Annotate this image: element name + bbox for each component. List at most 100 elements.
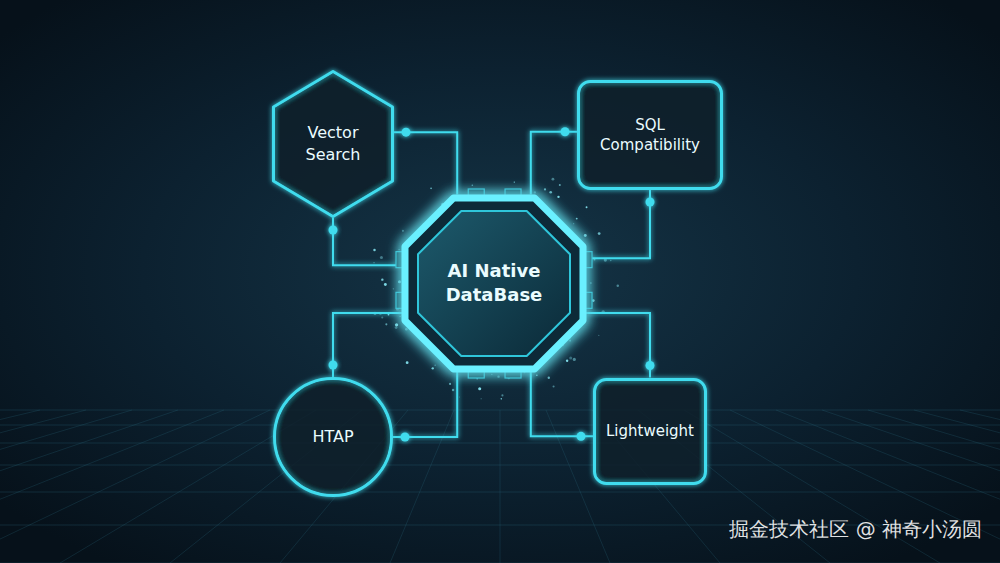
spark-dot bbox=[459, 397, 460, 398]
particle-dots bbox=[373, 178, 619, 400]
spark-dot bbox=[544, 188, 546, 190]
spark-dot bbox=[398, 249, 399, 250]
spark-dot bbox=[384, 283, 387, 286]
grid-line bbox=[390, 410, 454, 563]
circuit-connector bbox=[531, 132, 577, 195]
feature-box: SQL Compatibility bbox=[577, 80, 723, 190]
spark-dot bbox=[432, 367, 434, 369]
spark-dot bbox=[576, 218, 578, 220]
spark-dot bbox=[481, 398, 482, 399]
spark-dot bbox=[552, 178, 555, 181]
spark-dot bbox=[478, 387, 481, 390]
connector-dot bbox=[401, 433, 410, 442]
grid-line bbox=[500, 410, 501, 563]
spark-dot bbox=[381, 278, 383, 280]
feature-circle: HTAP bbox=[273, 377, 393, 497]
core-chip: AI Native DataBase bbox=[402, 195, 586, 372]
connector-dot bbox=[402, 128, 411, 137]
circuit-connector bbox=[333, 218, 402, 265]
spark-dot bbox=[536, 375, 538, 377]
spark-dot bbox=[449, 383, 451, 385]
watermark: 掘金技术社区 @ 神奇小汤圆 bbox=[729, 516, 982, 543]
spark-dot bbox=[566, 360, 568, 362]
spark-dot bbox=[402, 230, 404, 232]
spark-dot bbox=[472, 184, 474, 186]
node-label: AI Native DataBase bbox=[432, 259, 556, 308]
spark-dot bbox=[373, 262, 374, 263]
connector-dot bbox=[561, 127, 570, 136]
spark-dot bbox=[395, 326, 398, 329]
spark-dot bbox=[395, 323, 398, 326]
circle-shape bbox=[275, 379, 392, 496]
spark-dot bbox=[398, 280, 401, 283]
feature-hexagon: Vector Search bbox=[272, 70, 394, 218]
connector-dot bbox=[646, 198, 655, 207]
grid-line bbox=[0, 410, 40, 563]
grid-line bbox=[730, 410, 1000, 563]
spark-dot bbox=[435, 365, 436, 366]
spark-dot bbox=[501, 398, 503, 400]
spark-dot bbox=[385, 323, 387, 325]
spark-dot bbox=[610, 260, 612, 262]
spark-dot bbox=[497, 375, 499, 377]
circuit-connector bbox=[393, 372, 457, 438]
spark-dot bbox=[553, 386, 555, 388]
rounded-rect-shape bbox=[579, 82, 722, 189]
chip-outer-frame bbox=[405, 198, 583, 369]
node-label: SQL Compatibility bbox=[585, 115, 715, 156]
node-text-group: AI Native DataBase bbox=[432, 259, 556, 308]
node-label: HTAP bbox=[312, 426, 353, 448]
spark-dot bbox=[430, 188, 432, 190]
feature-hexagon-outline bbox=[272, 70, 394, 218]
spark-dot bbox=[586, 206, 588, 208]
chip-inner-face bbox=[418, 211, 570, 356]
hexagon-shape bbox=[274, 72, 393, 217]
circuit-connector bbox=[394, 132, 457, 194]
grid-line bbox=[0, 410, 86, 563]
circuit-connector bbox=[333, 313, 402, 377]
core-chip-outline bbox=[402, 195, 586, 372]
spark-dot bbox=[584, 234, 587, 237]
spark-dot bbox=[569, 356, 572, 359]
spark-dot bbox=[557, 196, 559, 198]
spark-dot bbox=[452, 389, 454, 391]
spark-dot bbox=[573, 358, 576, 361]
spark-dot bbox=[549, 191, 552, 194]
spark-dot bbox=[569, 340, 571, 342]
connector-dot bbox=[329, 226, 338, 235]
spark-dot bbox=[590, 282, 592, 284]
spark-dot bbox=[405, 328, 408, 331]
spark-dot bbox=[559, 184, 561, 186]
node-text-group: Lightweight bbox=[606, 421, 694, 441]
rounded-rect-shape bbox=[595, 379, 706, 483]
grid-line bbox=[0, 410, 270, 563]
feature-box: Lightweight bbox=[593, 378, 707, 485]
spark-dot bbox=[534, 191, 536, 193]
spark-dot bbox=[573, 223, 574, 224]
circuit-connector bbox=[586, 190, 650, 258]
spark-dot bbox=[501, 394, 503, 396]
spark-dot bbox=[381, 317, 383, 319]
node-text-group: HTAP bbox=[312, 426, 353, 448]
spark-dot bbox=[400, 316, 401, 317]
circuit-connector bbox=[586, 313, 650, 377]
node-text-group: Vector Search bbox=[290, 122, 376, 165]
spark-dot bbox=[617, 285, 619, 287]
spark-dot bbox=[548, 377, 550, 379]
spark-dot bbox=[476, 378, 477, 379]
spark-dot bbox=[373, 249, 376, 252]
connector-dot bbox=[577, 432, 586, 441]
spark-dot bbox=[380, 256, 383, 259]
node-label: Vector Search bbox=[290, 122, 376, 165]
circuit-connector bbox=[531, 372, 593, 437]
grid-line bbox=[0, 410, 178, 563]
node-label: Lightweight bbox=[606, 421, 694, 441]
spark-dot bbox=[393, 288, 394, 289]
spark-dot bbox=[406, 361, 409, 364]
node-text-group: SQL Compatibility bbox=[585, 115, 715, 156]
connector-dot bbox=[646, 361, 655, 370]
spark-dot bbox=[598, 335, 599, 336]
spark-dot bbox=[514, 181, 515, 182]
